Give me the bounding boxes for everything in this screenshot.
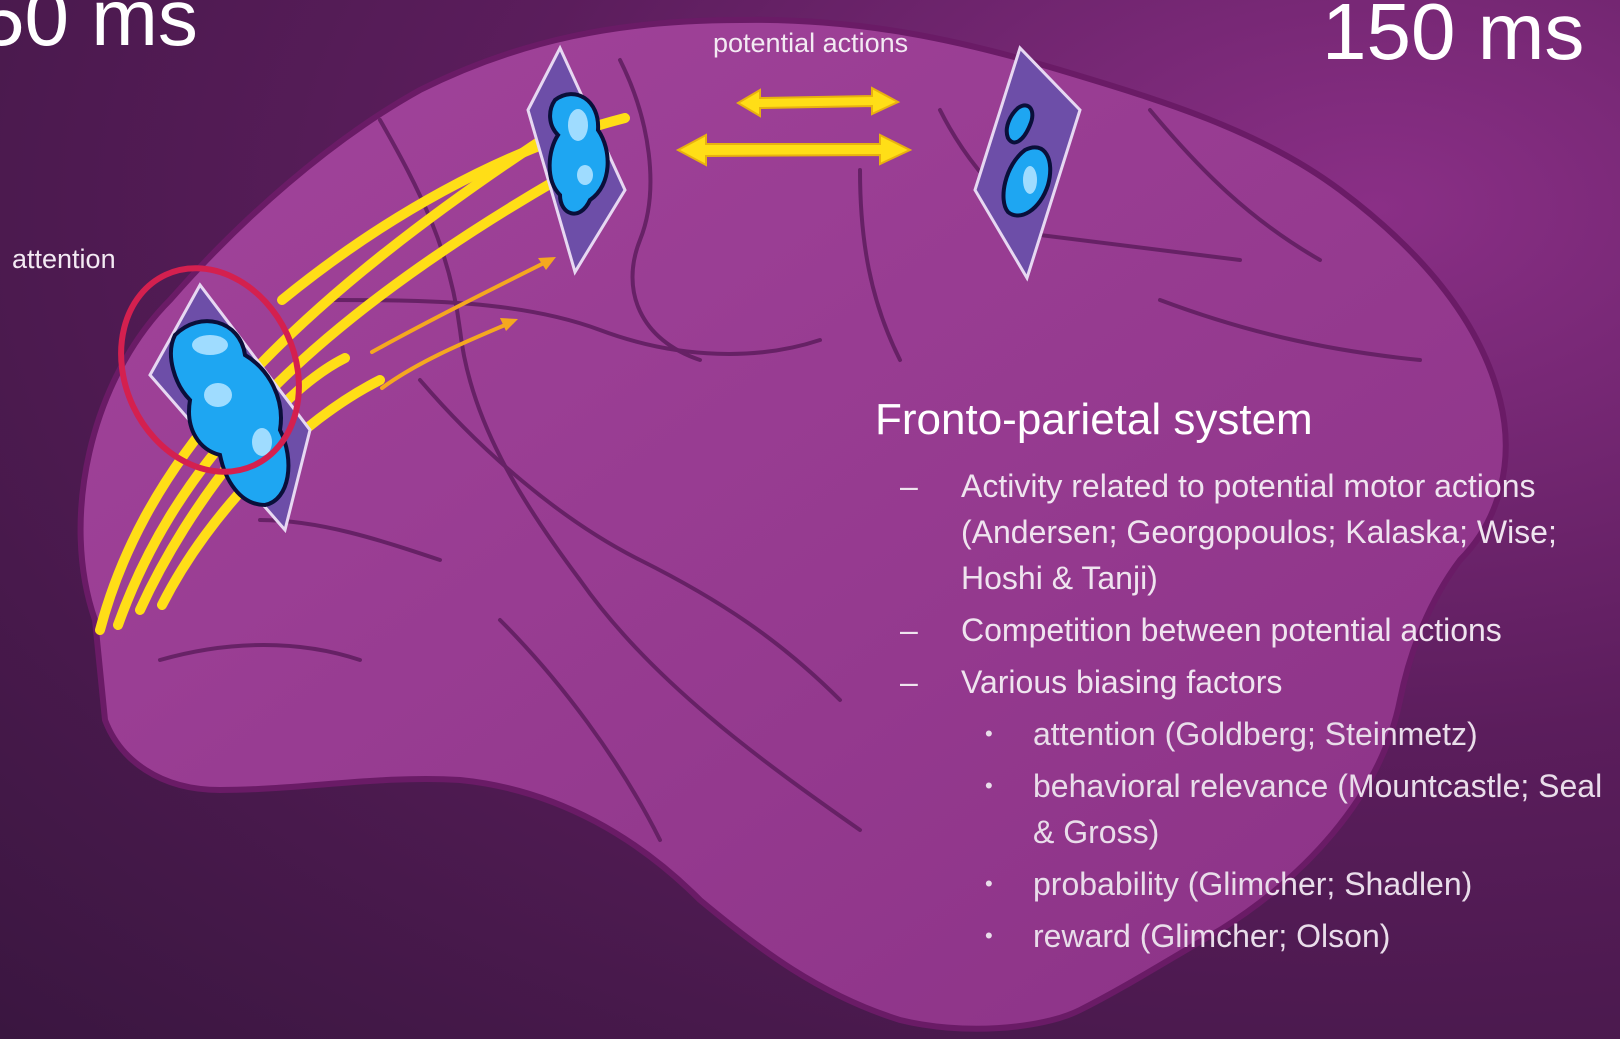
dot-bullet-icon: • (985, 861, 993, 907)
sub-list-item: • behavioral relevance (Mountcastle; Sea… (875, 763, 1615, 855)
action-blob-right-highlight (1023, 166, 1037, 194)
sub-list-item: • reward (Glimcher; Olson) (875, 913, 1615, 959)
time-label-left: 50 ms (0, 0, 198, 58)
sub-list-item-text: probability (Glimcher; Shadlen) (1033, 866, 1472, 902)
sub-list-item: • probability (Glimcher; Shadlen) (875, 861, 1615, 907)
dot-bullet-icon: • (985, 763, 993, 809)
list-item: – Activity related to potential motor ac… (875, 463, 1615, 601)
list-item-text: Activity related to potential motor acti… (961, 468, 1557, 596)
list-item: – Various biasing factors (875, 659, 1615, 705)
dot-bullet-icon: • (985, 711, 993, 757)
attention-label: attention (12, 244, 116, 275)
fronto-parietal-text-block: Fronto-parietal system – Activity relate… (875, 395, 1615, 959)
sub-list-item: • attention (Goldberg; Steinmetz) (875, 711, 1615, 757)
dot-bullet-icon: • (985, 913, 993, 959)
list-item-text: Competition between potential actions (961, 612, 1502, 648)
list-item: – Competition between potential actions (875, 607, 1615, 653)
time-label-right: 150 ms (1322, 0, 1584, 72)
sub-list-item-text: behavioral relevance (Mountcastle; Seal … (1033, 768, 1602, 850)
list-item-text: Various biasing factors (961, 664, 1282, 700)
system-title: Fronto-parietal system (875, 395, 1615, 445)
potential-actions-label: potential actions (713, 28, 908, 59)
dash-bullet-icon: – (900, 607, 918, 653)
sub-list-item-text: reward (Glimcher; Olson) (1033, 918, 1390, 954)
sub-list-item-text: attention (Goldberg; Steinmetz) (1033, 716, 1478, 752)
dash-bullet-icon: – (900, 659, 918, 705)
dash-bullet-icon: – (900, 463, 918, 509)
